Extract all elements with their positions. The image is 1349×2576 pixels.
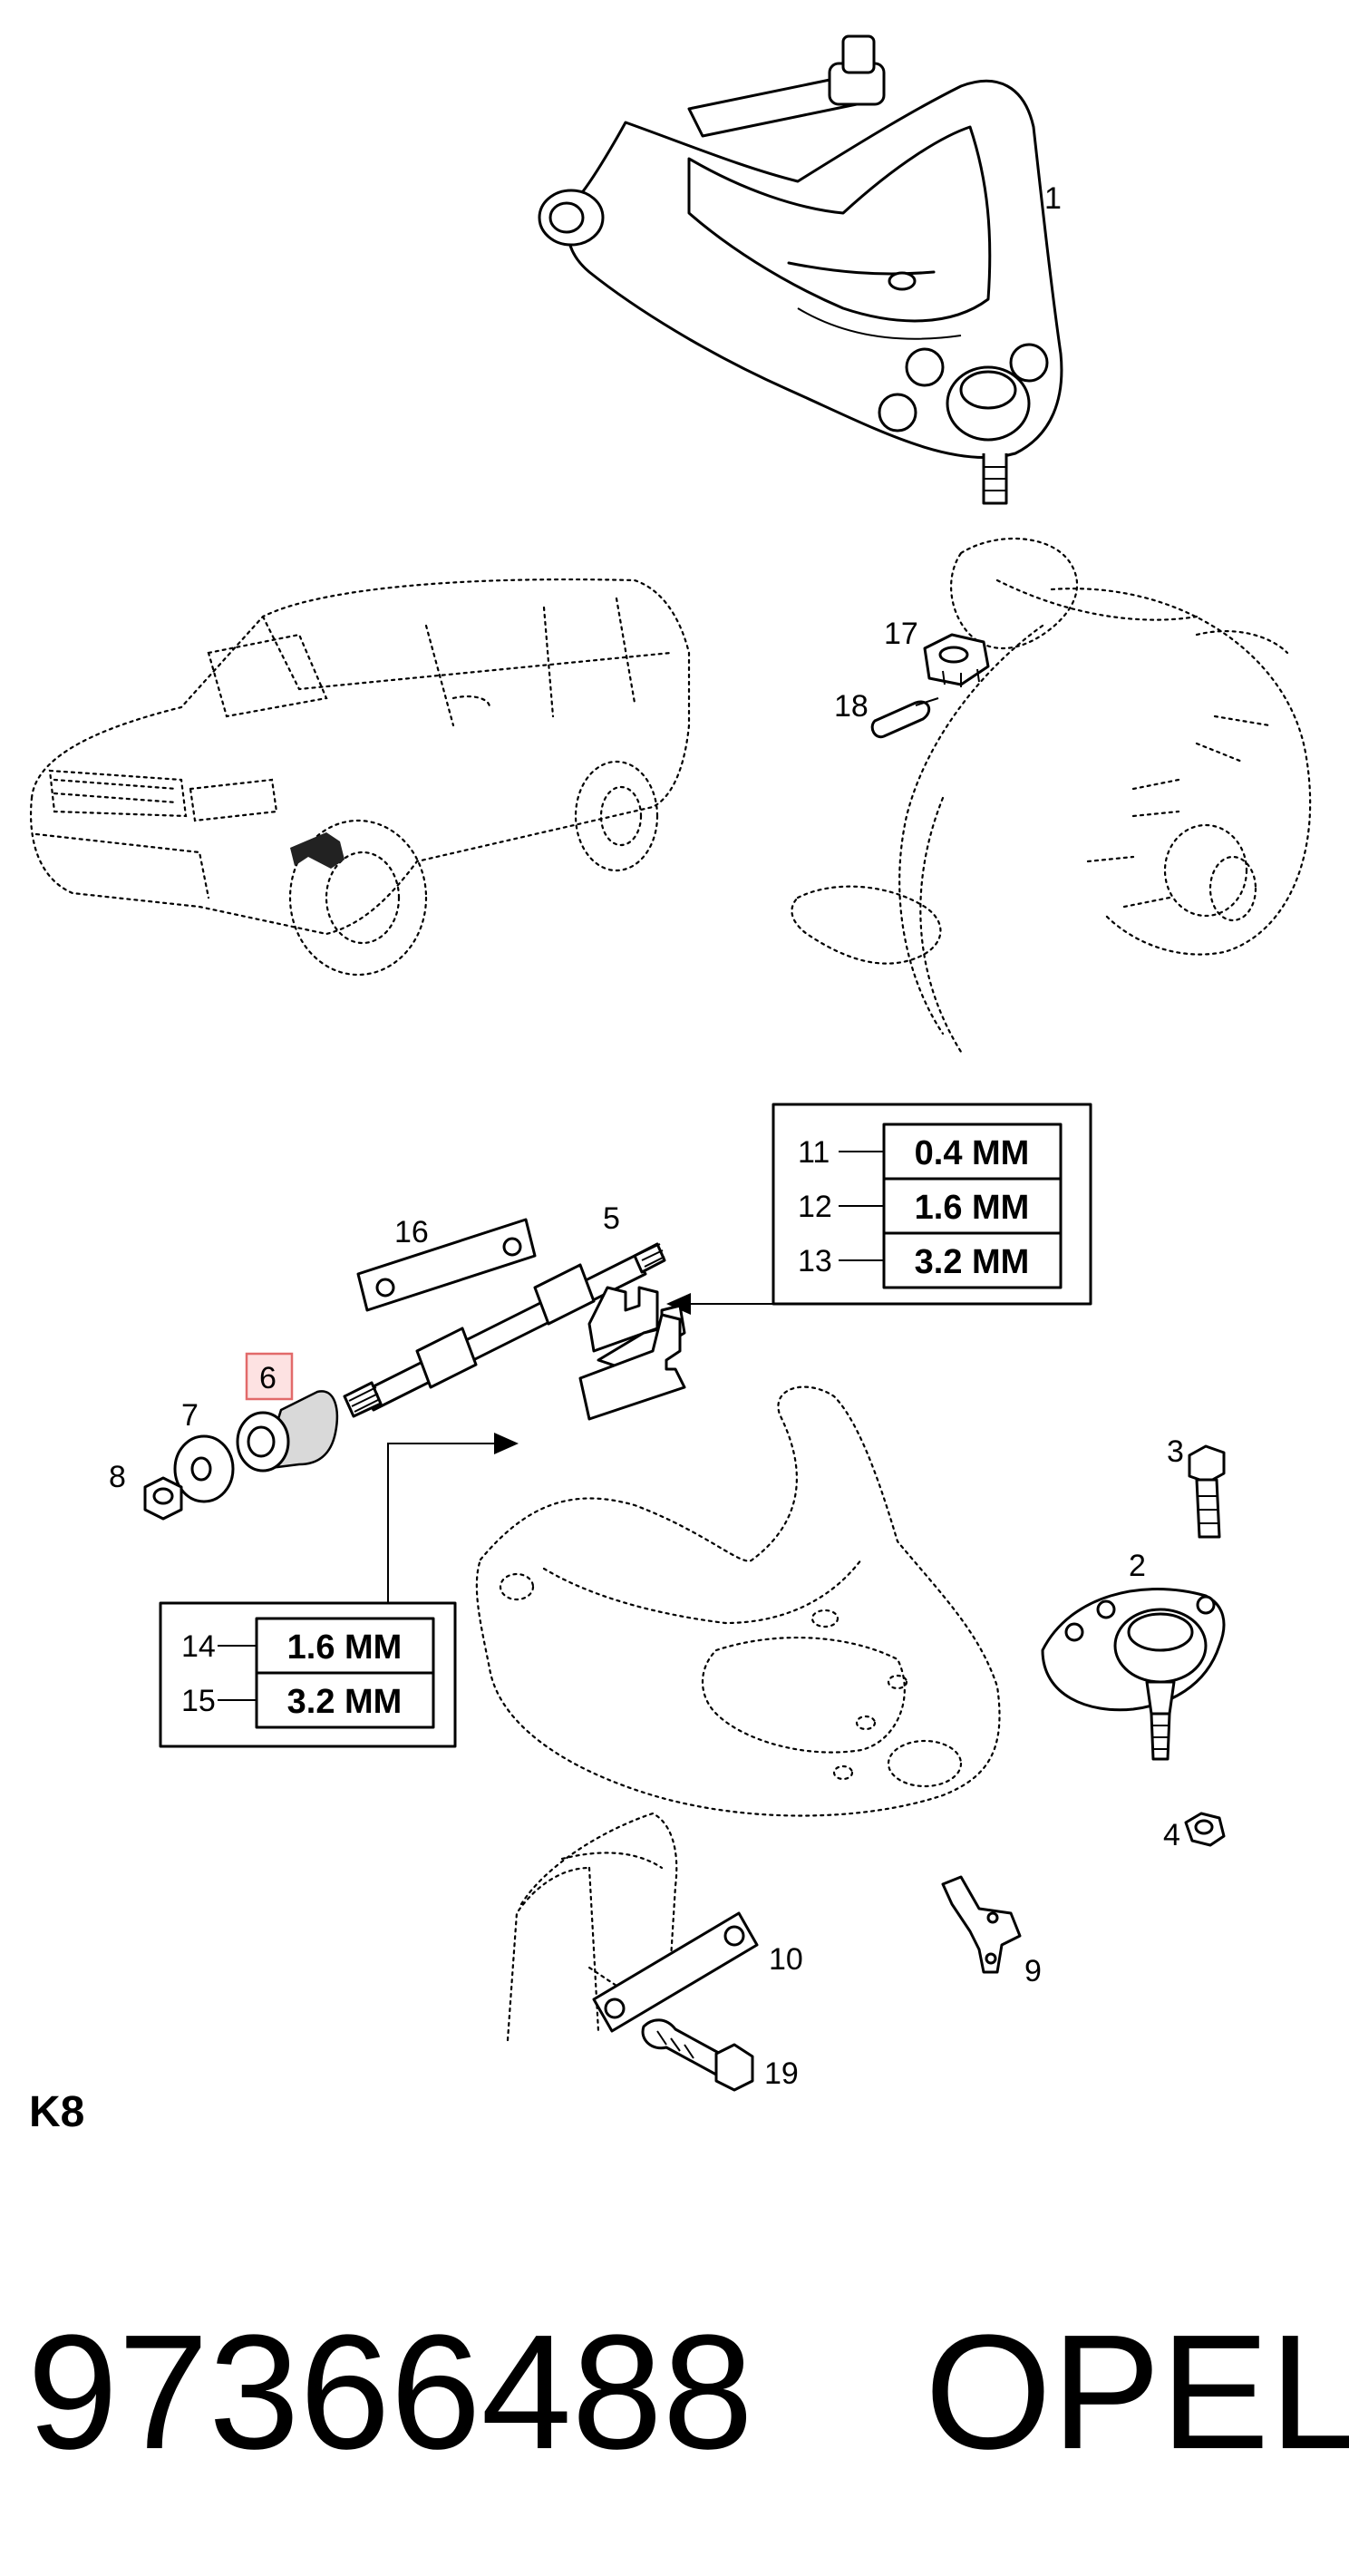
shim-table-lower: 14 15 1.6 MM 3.2 MM (159, 1601, 457, 1748)
castle-nut (923, 633, 990, 687)
callout-18: 18 (834, 689, 869, 724)
shim-table-upper: 11 12 13 0.4 MM 1.6 MM 3.2 MM (772, 1103, 1092, 1306)
callout-3: 3 (1167, 1434, 1184, 1469)
footer-part-number: 97366488 (27, 2301, 753, 2484)
callout-10: 10 (769, 1942, 803, 1977)
callout-6-highlight-box (245, 1352, 294, 1401)
shim-lower-num-0: 14 (181, 1629, 216, 1664)
footer-brand: OPEL (925, 2301, 1349, 2484)
callout-17: 17 (884, 617, 918, 651)
vehicle-illustration (30, 578, 691, 977)
pivot-shaft-5 (343, 1242, 666, 1418)
shim-upper-num-0: 11 (798, 1135, 830, 1170)
bolt-3 (1188, 1444, 1226, 1539)
shim-lower-size-1: 3.2 MM (287, 1683, 403, 1721)
arrow-lower-shims (387, 1433, 519, 1603)
plate-10 (592, 1911, 759, 2033)
callout-16: 16 (394, 1215, 429, 1249)
adjusting-shims-upper (578, 1286, 686, 1421)
steering-knuckle-assembly (791, 537, 1312, 1054)
shim-upper-size-0: 0.4 MM (915, 1134, 1030, 1172)
callout-1: 1 (1044, 181, 1062, 216)
bushing-6 (236, 1390, 339, 1473)
shim-lower-num-1: 15 (181, 1684, 216, 1718)
shim-plate-16 (356, 1218, 537, 1312)
callout-9: 9 (1024, 1954, 1042, 1988)
nut-4 (1184, 1812, 1226, 1847)
shim-upper-num-1: 12 (798, 1190, 832, 1224)
callout-2: 2 (1129, 1549, 1146, 1583)
callout-8: 8 (109, 1460, 126, 1494)
ball-joint-2 (1041, 1588, 1226, 1761)
shim-upper-size-2: 3.2 MM (915, 1243, 1030, 1281)
callout-5: 5 (603, 1201, 620, 1236)
callout-7: 7 (181, 1398, 199, 1433)
upper-control-arm (538, 34, 1063, 505)
washer-7 (173, 1434, 235, 1503)
callout-4: 4 (1163, 1818, 1180, 1852)
lower-control-arm (475, 1385, 1001, 1817)
arrow-upper-shims (666, 1293, 1091, 1315)
shim-lower-size-0: 1.6 MM (287, 1628, 403, 1667)
shim-upper-size-1: 1.6 MM (915, 1189, 1030, 1227)
shim-upper-num-2: 13 (798, 1244, 832, 1278)
callout-6: 6 (259, 1361, 277, 1395)
callout-19: 19 (764, 2056, 799, 2091)
bracket-9 (941, 1875, 1022, 1974)
frame-bracket (506, 1812, 678, 2042)
nut-8 (143, 1476, 183, 1521)
bolt-19 (641, 2018, 754, 2092)
cotter-pin (870, 697, 939, 739)
page-code: K8 (29, 2088, 84, 2136)
